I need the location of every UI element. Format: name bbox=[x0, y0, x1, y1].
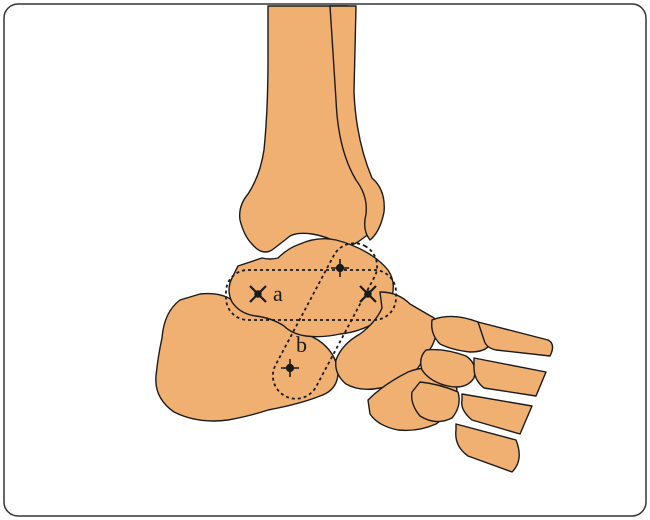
label-b: b bbox=[296, 332, 307, 357]
label-a: a bbox=[273, 281, 283, 306]
